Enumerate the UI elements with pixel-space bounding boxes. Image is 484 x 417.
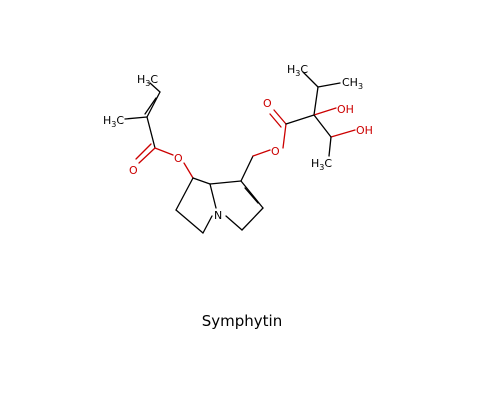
bond-o-carbonyl <box>282 123 287 149</box>
bond-quat-isopropyl <box>313 86 319 116</box>
bond-co-double-right-1 <box>273 109 287 125</box>
bond-iso-ch3 <box>317 82 341 88</box>
atom-o-ester-right: O <box>271 145 280 158</box>
atom-o-ester-left: O <box>174 152 183 165</box>
atom-n: N <box>214 209 222 222</box>
bond-ch-methyl <box>124 116 148 120</box>
bond-o-ring <box>183 162 194 179</box>
bond-c-o-ester <box>154 147 174 156</box>
compound-name: Symphytin <box>201 312 283 330</box>
bond-c8-c1 <box>209 180 242 185</box>
bond-ch-carbonyl-c <box>146 116 156 149</box>
atom-ch3-top: H3C <box>137 73 158 88</box>
atom-ch3-iso: CH3 <box>342 76 363 91</box>
bond-c-ch <box>146 91 161 118</box>
atom-h3c-iso: H3C <box>287 63 308 78</box>
bond-co-double-2 <box>135 143 152 160</box>
bond-choh-oh <box>330 129 356 138</box>
atom-labels: H3C H3C O O O O OH OH H3C CH3 H3C N <box>103 63 373 222</box>
bond-c3-n <box>225 215 243 231</box>
bonds <box>124 71 356 234</box>
atom-h3c-left: H3C <box>103 114 124 129</box>
bond-ch2-o <box>252 149 271 157</box>
bond-c5-n <box>202 215 213 234</box>
bond-c1-c2 <box>240 180 264 209</box>
atom-o-carbonyl-left: O <box>129 164 138 177</box>
bond-carbonyl-quat <box>285 114 315 125</box>
bond-quat-choh <box>313 114 332 138</box>
atom-oh-center: OH <box>337 103 354 116</box>
bond-quat-oh <box>313 107 337 116</box>
bond-choh-ch3 <box>328 136 332 157</box>
bond-c7-c6 <box>175 177 194 211</box>
bond-co-double-1 <box>138 147 156 164</box>
bond-c2-c3 <box>241 207 264 231</box>
bond-co-double-right-2 <box>269 113 282 128</box>
bond-c6-c5 <box>175 209 204 234</box>
bond-double-ch <box>144 97 157 115</box>
bond-c8-n <box>209 183 217 209</box>
atom-o-carbonyl-right: O <box>263 97 272 110</box>
atom-h3c-bottom: H3C <box>311 157 332 172</box>
bond-c1-ch2 <box>240 155 254 182</box>
bond-c7-c8 <box>192 177 211 185</box>
bond-c1-c2-double <box>244 187 259 204</box>
bond-iso-h3c <box>302 71 319 88</box>
bond-ch3-c <box>149 82 161 93</box>
atom-oh-right: OH <box>356 124 373 137</box>
